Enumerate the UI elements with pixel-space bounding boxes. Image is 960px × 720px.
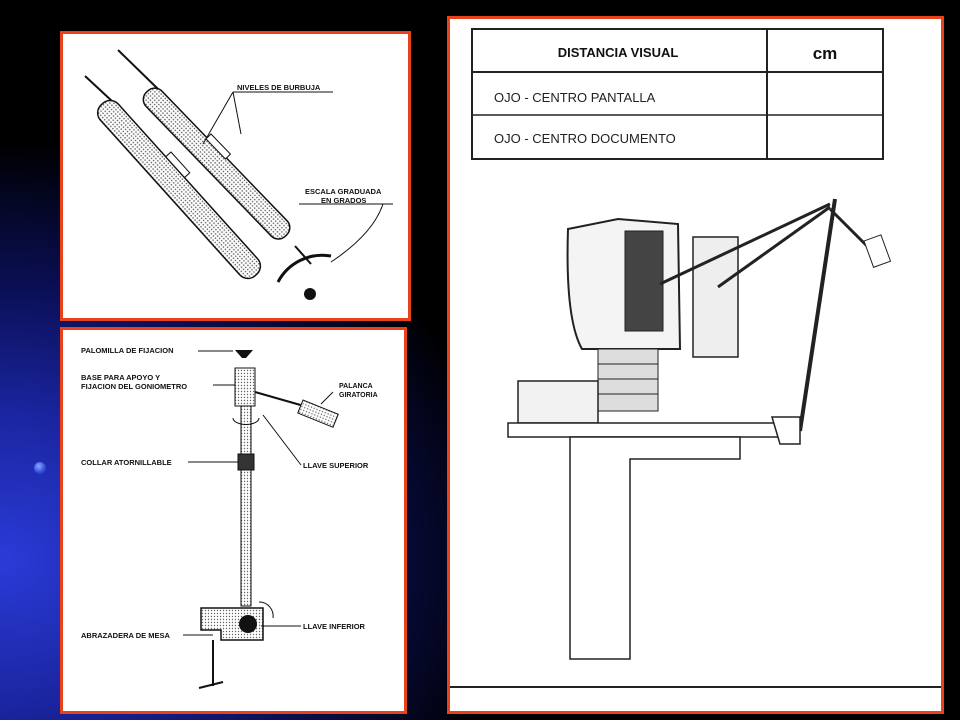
visual-distance-panel: DISTANCIA VISUAL cm OJO - CENTRO PANTALL… <box>447 16 944 714</box>
bubble-vial <box>205 133 232 160</box>
goniometer-arm-to-document <box>717 205 831 289</box>
rotating-lever-label-line2: GIRATORIA <box>339 392 378 399</box>
upper-arm <box>117 49 312 265</box>
upper-key-label: LLAVE SUPERIOR <box>303 461 369 470</box>
slide-bullet <box>34 462 46 474</box>
bubble-levels-label: NIVELES DE BURBUJA <box>237 83 321 92</box>
row-label-document: OJO - CENTRO DOCUMENTO <box>494 131 676 146</box>
graduated-scale-label: ESCALA GRADUADA <box>305 187 382 196</box>
visual-distance-table: DISTANCIA VISUAL cm OJO - CENTRO PANTALL… <box>471 28 884 160</box>
table-clamp-label: ABRAZADERA DE MESA <box>81 631 170 640</box>
wing-nut-label: PALOMILLA DE FIJACION <box>81 346 174 355</box>
mount-base-label-line2: FIJACION DEL GONIOMETRO <box>81 382 187 391</box>
bubble-level-goniometer-panel: NIVELES DE BURBUJA ESCALA GRADUADA EN GR… <box>60 31 411 321</box>
document-holder <box>692 236 739 358</box>
screw-collar <box>237 453 255 471</box>
goniometer-stand-panel: PALOMILLA DE FIJACION BASE PARA APOYO Y … <box>60 327 407 714</box>
stand-drawing: PALOMILLA DE FIJACION BASE PARA APOYO Y … <box>81 346 378 689</box>
goniometer-stand <box>770 198 892 445</box>
degree-scale-arc <box>276 253 332 283</box>
wing-nut <box>235 350 253 358</box>
row-label-screen: OJO - CENTRO PANTALLA <box>494 90 656 105</box>
stand-pole <box>240 405 252 607</box>
table-header-label: DISTANCIA VISUAL <box>558 45 679 60</box>
goniometer-arm-to-screen <box>659 202 831 286</box>
screw-collar-label: COLLAR ATORNILLABLE <box>81 458 172 467</box>
lower-arm <box>84 75 262 280</box>
graduated-scale-label-line2: EN GRADOS <box>321 196 366 205</box>
goniometer-mount-base <box>234 367 256 407</box>
keyboard <box>517 380 599 424</box>
table-header-unit: cm <box>813 44 838 63</box>
rotating-lever-label: PALANCA <box>339 383 373 390</box>
goniometer-arms-drawing: NIVELES DE BURBUJA ESCALA GRADUADA EN GR… <box>84 49 393 300</box>
lower-key-label: LLAVE INFERIOR <box>303 622 366 631</box>
workstation-drawing: DISTANCIA VISUAL cm OJO - CENTRO PANTALL… <box>450 28 941 688</box>
desk <box>450 422 941 688</box>
computer-monitor <box>566 217 682 412</box>
rotating-lever <box>297 399 339 428</box>
bubble-vial <box>165 151 191 179</box>
mount-base-label: BASE PARA APOYO Y <box>81 373 160 382</box>
